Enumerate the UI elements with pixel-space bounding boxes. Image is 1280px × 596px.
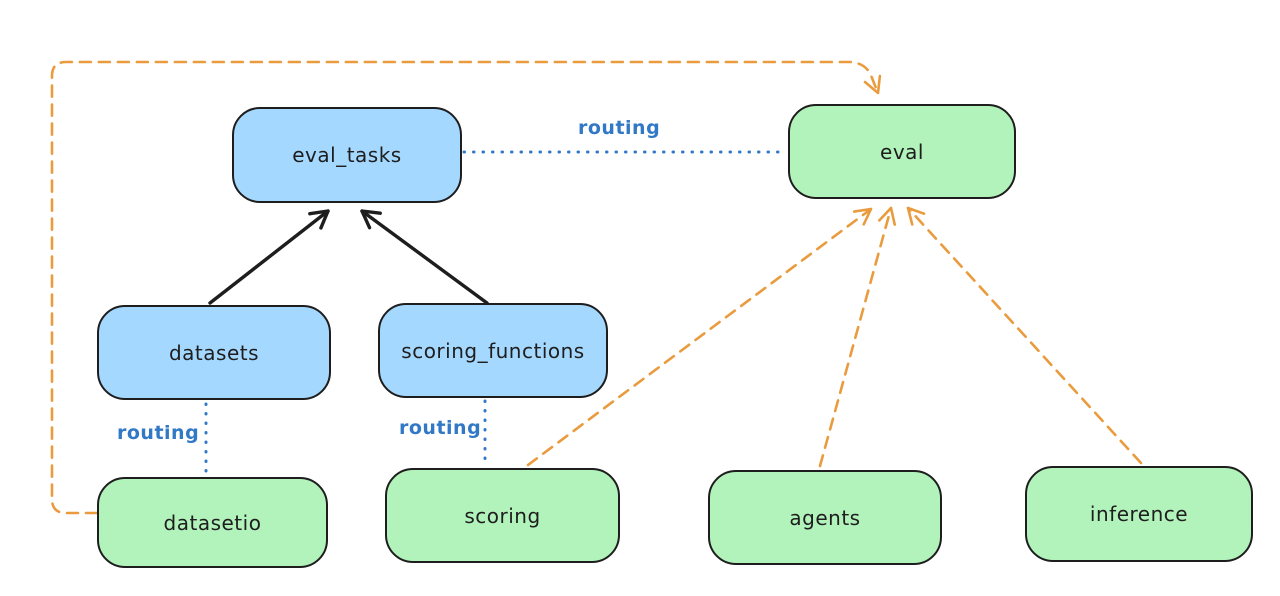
node-eval: eval	[788, 104, 1016, 199]
node-scoring-functions: scoring_functions	[378, 303, 608, 398]
node-datasets-label: datasets	[168, 340, 260, 365]
routing-label-datasets-datasetio: routing	[117, 422, 200, 444]
routing-label-scoring-functions-scoring: routing	[399, 417, 482, 439]
node-inference: inference	[1025, 466, 1253, 562]
node-datasets: datasets	[97, 305, 331, 400]
node-agents-label: agents	[789, 505, 861, 530]
node-datasetio-label: datasetio	[163, 510, 262, 535]
node-eval-tasks-label: eval_tasks	[292, 143, 402, 167]
edge-datasetio-to-eval	[50, 60, 882, 515]
node-scoring: scoring	[385, 468, 620, 563]
node-scoring-functions-label: scoring_functions	[401, 338, 585, 363]
edge-inference-to-eval	[906, 206, 1143, 465]
routing-label-eval-tasks-eval: routing	[578, 117, 661, 139]
edge-agents-to-eval	[818, 206, 897, 468]
edge-scoring-functions-to-eval-tasks	[360, 209, 489, 305]
node-scoring-label: scoring	[464, 503, 541, 528]
node-eval-label: eval	[880, 139, 924, 164]
node-datasetio: datasetio	[97, 477, 328, 568]
edge-datasets-to-eval-tasks	[208, 209, 330, 305]
node-agents: agents	[708, 470, 942, 565]
node-eval-tasks: eval_tasks	[232, 107, 462, 203]
node-inference-label: inference	[1089, 502, 1189, 526]
